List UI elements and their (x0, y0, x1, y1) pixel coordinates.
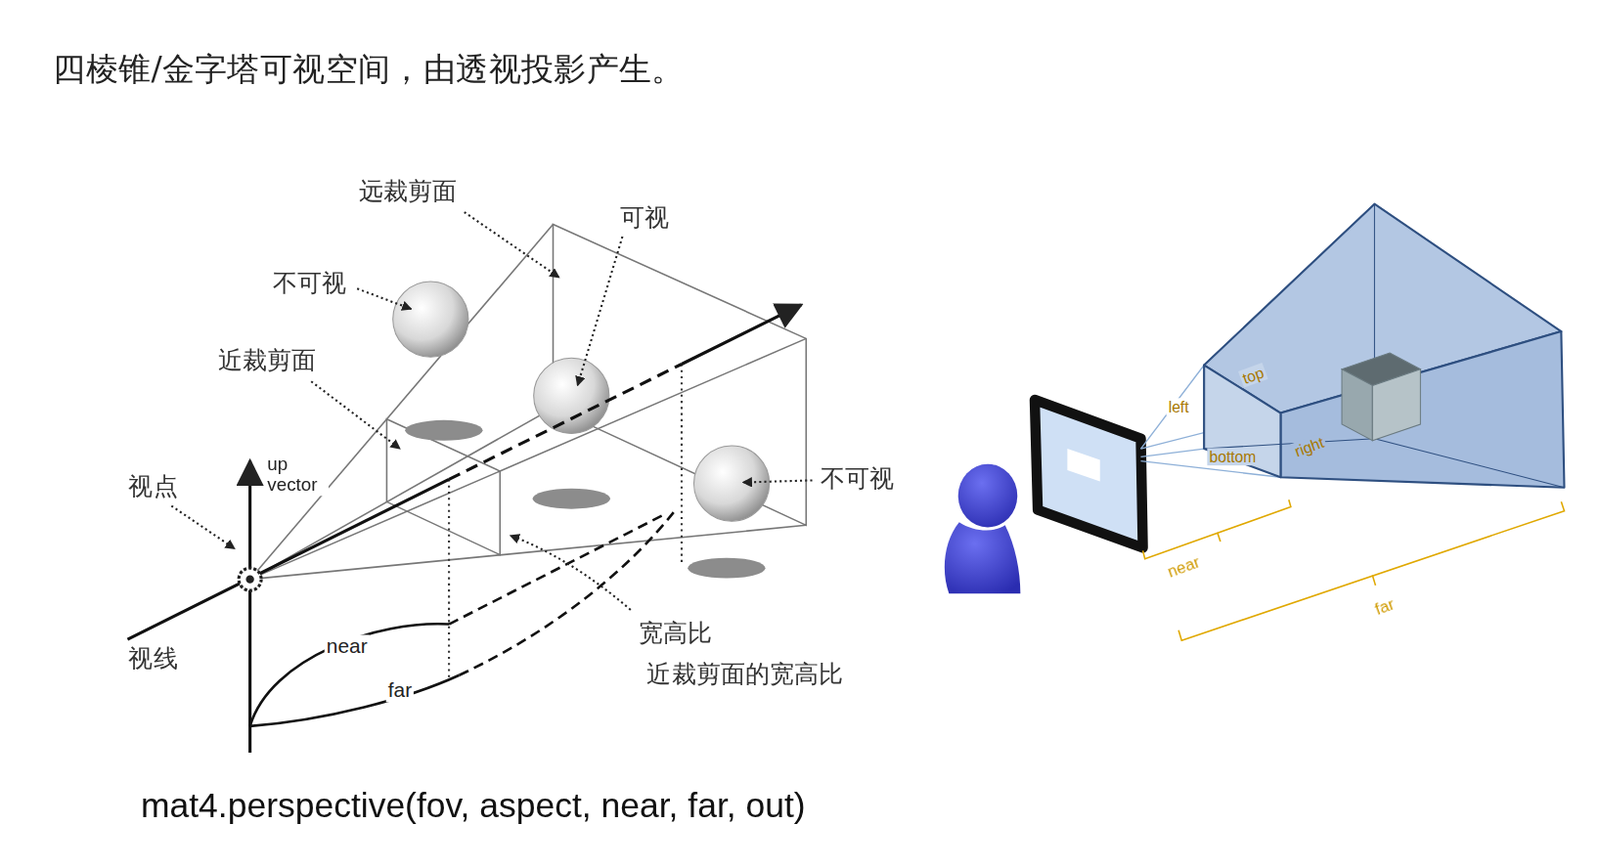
leader-lines (171, 212, 812, 611)
tablet-screen (1066, 448, 1100, 482)
viewer-figure (944, 464, 1022, 595)
part-label: 宽高比 (636, 621, 714, 650)
dimension-label: far (1370, 594, 1399, 621)
up-axis (248, 461, 252, 754)
tablet (1034, 400, 1144, 548)
plane-label: bottom (1206, 447, 1258, 466)
plane-label: left (1166, 398, 1192, 416)
part-label: 不可视 (269, 269, 348, 299)
page-title: 四棱锥/金字塔可视空间，由透视投影产生。 (52, 50, 685, 89)
part-label: 视线 (126, 645, 179, 674)
part-label: 不可视 (818, 465, 896, 494)
axis-label: up vector (265, 455, 329, 496)
part-label: 视点 (126, 473, 179, 502)
dimension-brackets (1143, 499, 1565, 641)
spheres (393, 281, 770, 522)
frustum-right (1203, 204, 1564, 489)
part-label: 近裁剪面 (216, 347, 318, 376)
eye-symbol (238, 568, 262, 591)
cube (1341, 353, 1421, 442)
distance-arcs (250, 510, 676, 727)
sight-line (127, 305, 801, 640)
eye-center (245, 575, 254, 583)
distance-label: near (324, 634, 370, 659)
dimension-label: near (1162, 552, 1204, 583)
caption: mat4.perspective(fov, aspect, near, far,… (140, 785, 806, 826)
part-label: 远裁剪面 (356, 177, 459, 207)
part-label: 近裁剪面的宽高比 (644, 661, 845, 690)
part-label: 可视 (618, 204, 671, 233)
distance-label: far (386, 678, 415, 703)
frustum-left (250, 224, 807, 580)
